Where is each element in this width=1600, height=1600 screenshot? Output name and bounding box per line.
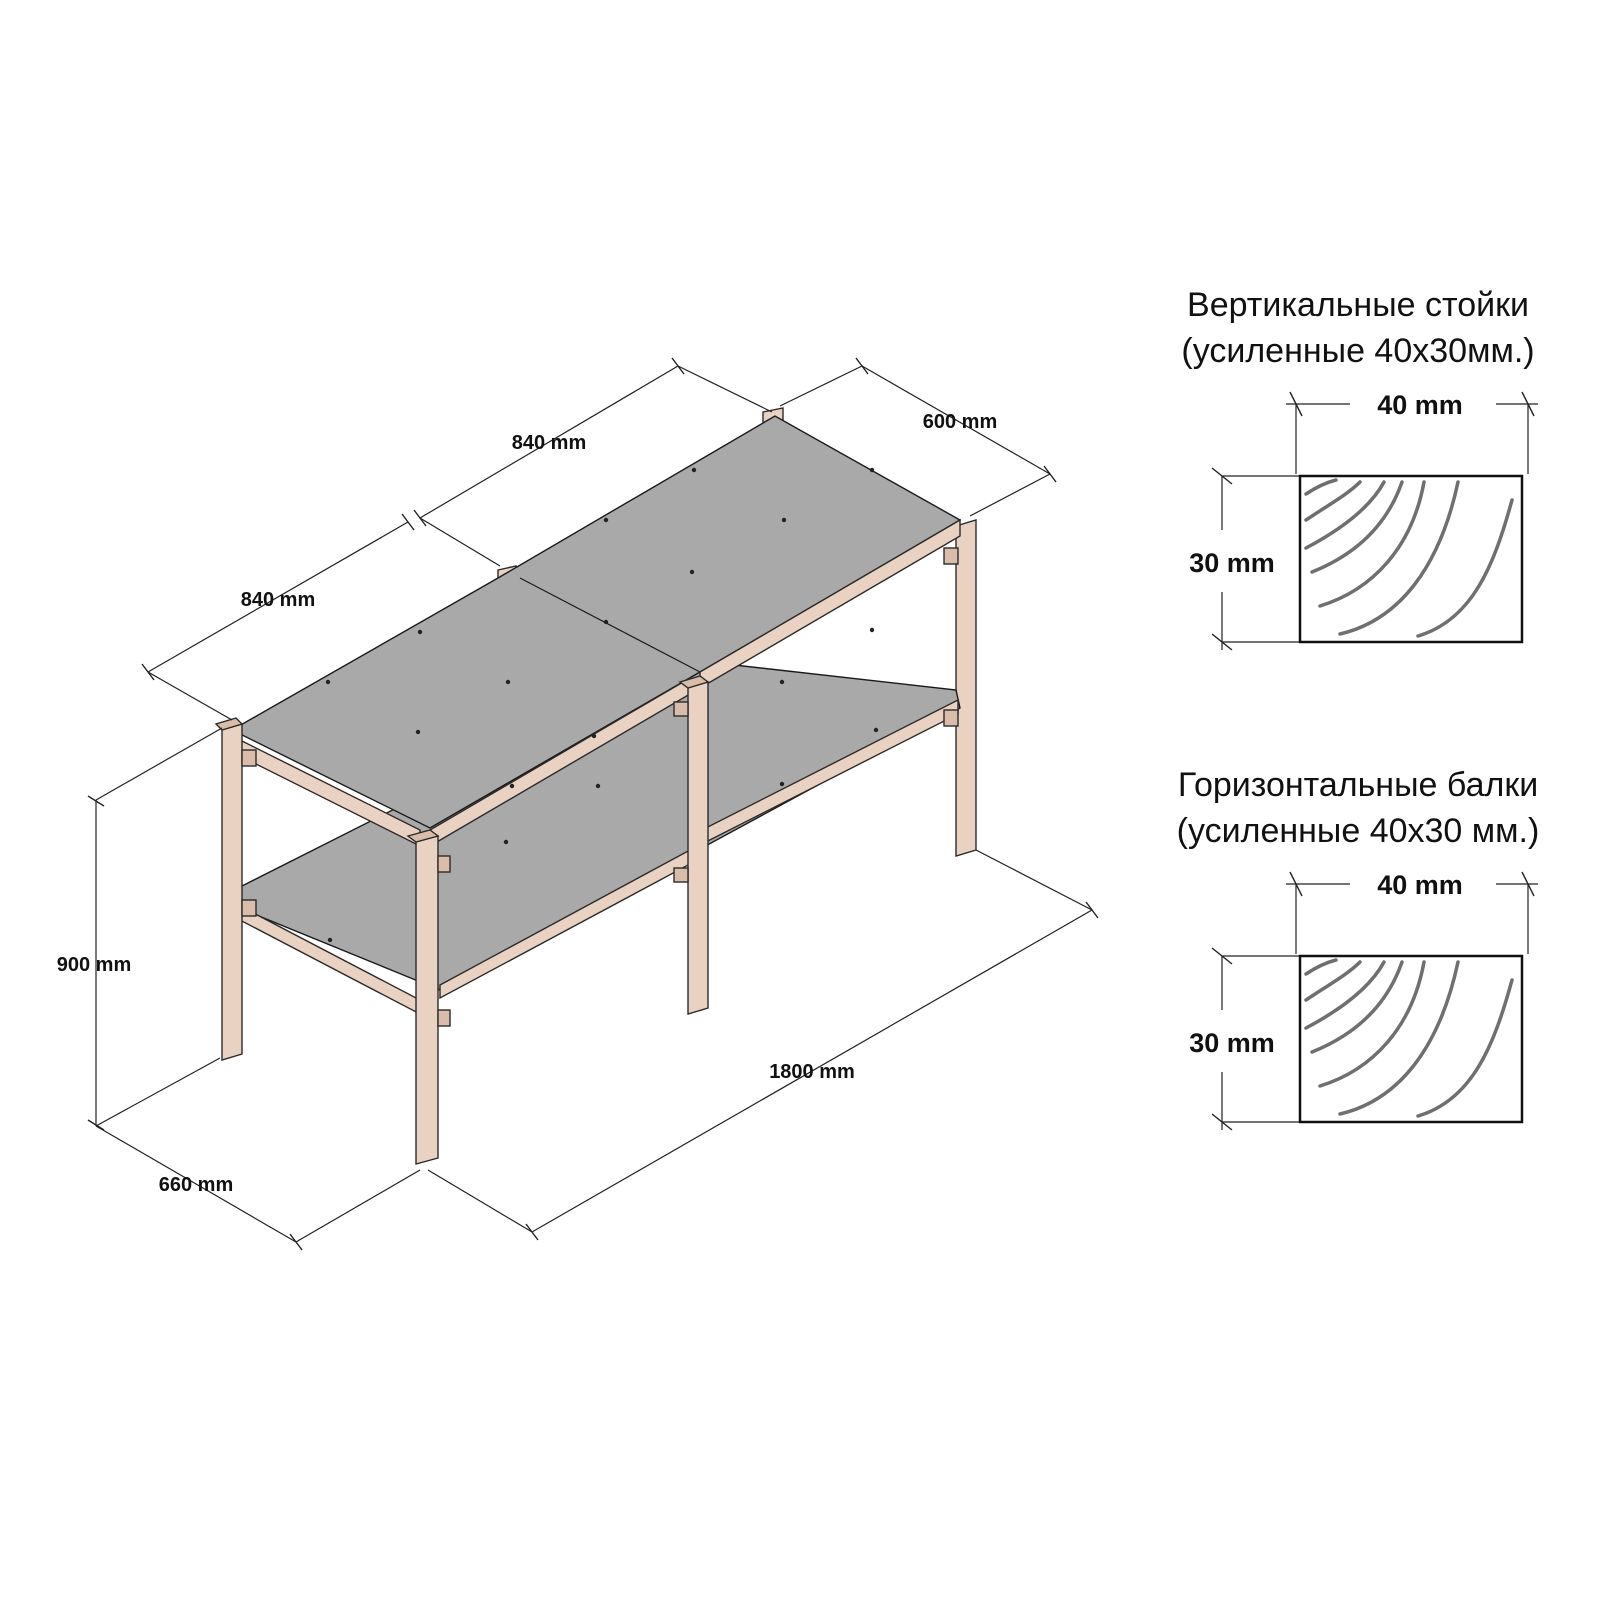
cleat	[673, 867, 689, 883]
front-left-leg	[221, 723, 243, 1061]
section-subtitle: (усиленные 40х30мм.)	[1181, 332, 1534, 370]
section-vertical-posts: Вертикальные стойки (усиленные 40х30мм.)…	[1181, 286, 1538, 651]
top-shelf-seam	[519, 577, 701, 673]
section-height-label: 30 mm	[1189, 1028, 1275, 1058]
front-left-leg-cap	[214, 717, 244, 731]
cleat	[437, 855, 451, 873]
dimension-labels: 840 mm 600 mm 840 mm 900 mm 660 mm 1800 …	[57, 411, 998, 1196]
section-height-label: 30 mm	[1189, 548, 1275, 578]
wood-grain	[1304, 478, 1514, 638]
dim-depth: 660 mm	[159, 1174, 234, 1196]
cleat	[943, 547, 959, 565]
dim-height: 900 mm	[57, 954, 132, 976]
cleat	[241, 899, 257, 917]
cleat	[437, 1009, 451, 1027]
cleat	[673, 701, 689, 717]
cleat	[241, 749, 257, 767]
dim-top-back-left: 840 mm	[512, 432, 587, 454]
cleat	[943, 709, 959, 727]
dim-length: 1800 mm	[769, 1061, 855, 1083]
shelf-screws	[325, 467, 879, 943]
section-subtitle: (усиленные 40х30 мм.)	[1177, 812, 1540, 850]
section-horizontal-beams: Горизонтальные балки (усиленные 40х30 мм…	[1177, 766, 1540, 1131]
dimension-lines	[87, 357, 1099, 1251]
front-middle-leg	[687, 681, 709, 1015]
section-width-label: 40 mm	[1377, 390, 1463, 420]
section-width-label: 40 mm	[1377, 870, 1463, 900]
front-near-leg	[415, 835, 439, 1165]
section-title: Горизонтальные балки	[1178, 766, 1538, 804]
dim-top-back-right: 600 mm	[923, 411, 998, 433]
wood-grain	[1304, 958, 1514, 1118]
dim-top-front-left: 840 mm	[241, 589, 316, 611]
section-title: Вертикальные стойки	[1187, 286, 1529, 324]
shelf-unit	[214, 407, 977, 1165]
back-right-leg	[955, 519, 977, 857]
front-middle-leg-cap	[678, 675, 710, 689]
front-near-leg-cap	[406, 829, 440, 843]
